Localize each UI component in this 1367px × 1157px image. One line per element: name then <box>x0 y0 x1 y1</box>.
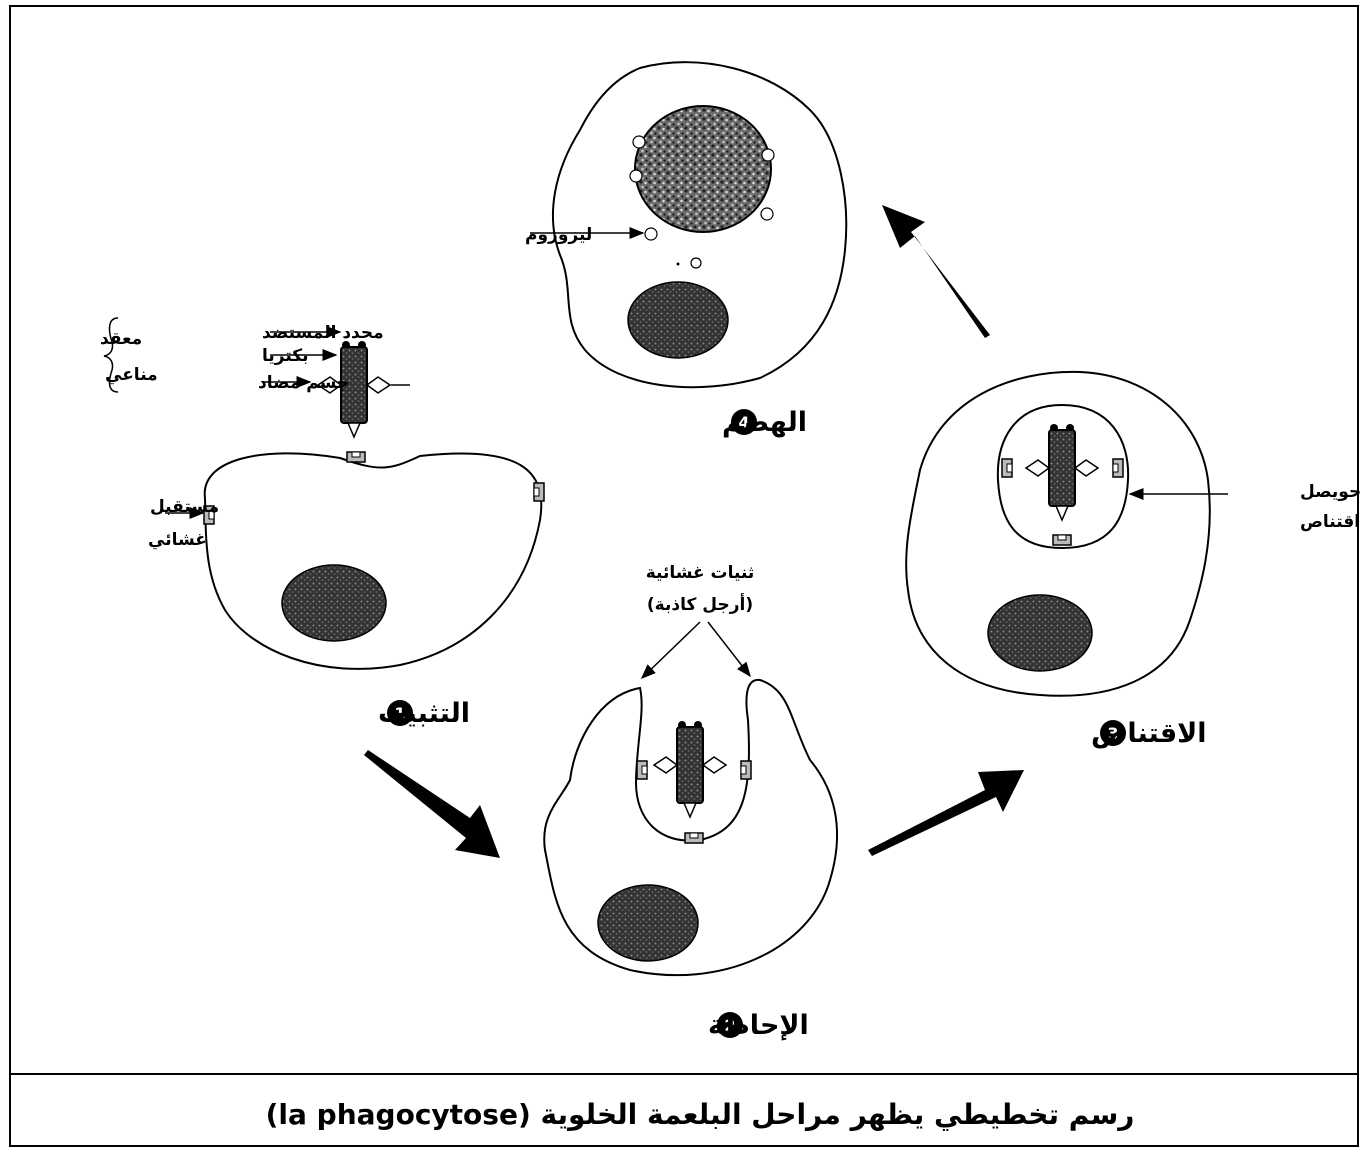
label-immune-complex-2: مناعي <box>105 365 158 385</box>
stage-3-label: الاقتناص <box>1091 718 1207 749</box>
nucleus <box>598 885 698 961</box>
stage-4-label: الهضم <box>722 407 807 438</box>
arrow-3-to-4 <box>882 205 990 338</box>
label-lysosome: ليزوزوم <box>525 225 592 245</box>
label-antibody: جسم مضاد <box>258 373 349 393</box>
label-antigen-determinant: محدد المستضد <box>262 323 384 343</box>
nucleus <box>988 595 1092 671</box>
stage-4-title: 4 الهضم <box>722 407 807 438</box>
label-membrane-receptor-1: مستقبل <box>150 497 219 517</box>
stage-2-cell <box>544 680 837 975</box>
label-immune-complex-1: معقد <box>100 329 142 349</box>
label-membrane-receptor-2: غشائي <box>148 530 207 550</box>
label-pseudopods-2: (أرجل كاذبة) <box>647 593 753 615</box>
figure-caption: رسم تخطيطي يظهر مراحل البلعمة الخلوية (l… <box>266 1098 1135 1131</box>
label-pseudopods-1: ثنيات غشائية <box>646 563 755 583</box>
stage-2-title: 2 الإحاطة <box>708 1010 809 1041</box>
label-bacteria: بكتريا <box>262 346 309 366</box>
arrow-1-to-2 <box>364 750 500 858</box>
digestive-vacuole <box>635 106 771 232</box>
stage-3-title: 3 الاقتناص <box>1091 718 1207 749</box>
stage-2-label: الإحاطة <box>708 1010 809 1041</box>
stage-4-cell <box>553 62 846 387</box>
nucleus <box>282 565 386 641</box>
stage-1-cell <box>204 341 544 669</box>
label-vesicle-1: حويصل <box>1300 482 1361 502</box>
stage-1-label: التثبيت <box>378 698 470 729</box>
nucleus <box>628 282 728 358</box>
arrow-2-to-3 <box>868 770 1024 856</box>
stage-1-title: 1 التثبيت <box>378 698 470 729</box>
label-vesicle-2: اقتناص <box>1300 512 1360 532</box>
lysosome <box>645 228 657 240</box>
stage-3-cell <box>906 372 1210 696</box>
